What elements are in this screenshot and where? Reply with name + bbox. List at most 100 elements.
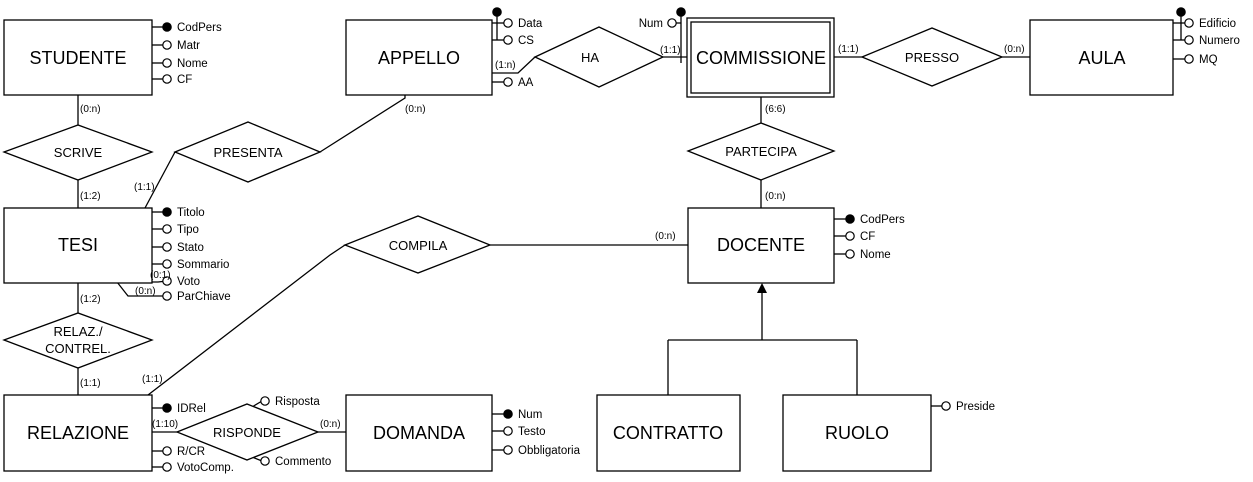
attribute-label: Risposta: [275, 396, 320, 408]
cardinality-label: (0:n): [1004, 44, 1025, 55]
entity-contratto[interactable]: CONTRATTO: [596, 394, 741, 472]
attribute-icon: [162, 462, 172, 472]
attribute-icon: [503, 445, 513, 455]
attribute-label: CF: [860, 231, 875, 243]
attribute-label: AA: [518, 77, 534, 89]
entity-label: COMMISSIONE: [696, 48, 826, 68]
relationship-label-line1: RELAZ./: [53, 324, 103, 339]
entity-label: RUOLO: [825, 423, 889, 443]
attribute-icon: [162, 224, 172, 234]
line-presenta-appello: [319, 95, 406, 153]
cardinality-label: (1:2): [80, 191, 101, 202]
attribute-label: CF: [177, 74, 192, 86]
attribute-icon: [1184, 18, 1194, 28]
relationship-label: COMPILA: [389, 238, 448, 253]
attribute-label: Preside: [956, 401, 995, 413]
line-tesi-presenta: [144, 151, 176, 209]
entity-label: AULA: [1078, 48, 1125, 68]
entity-commissione[interactable]: COMMISSIONE: [686, 17, 835, 98]
attribute-label: Numero: [1199, 35, 1240, 47]
cardinality-label: (1:1): [134, 182, 155, 193]
attribute-label: Voto: [177, 276, 200, 288]
entity-docente[interactable]: DOCENTE: [687, 207, 835, 284]
attribute-label: CS: [518, 35, 534, 47]
entity-studente[interactable]: STUDENTE: [3, 19, 153, 96]
attribute-label: R/CR: [177, 446, 205, 458]
relationship-risponde[interactable]: RISPONDE: [175, 403, 320, 461]
relationship-compila[interactable]: COMPILA: [343, 215, 492, 274]
attribute-label: CodPers: [177, 22, 222, 34]
attribute-icon: [260, 456, 270, 466]
relationship-label: PARTECIPA: [725, 144, 797, 159]
cardinality-label: (0:n): [655, 231, 676, 242]
attribute-label: Titolo: [177, 207, 205, 219]
attribute-icon: [1184, 35, 1194, 45]
relationship-presso[interactable]: PRESSO: [860, 27, 1004, 87]
cardinality-label: (0:n): [80, 104, 101, 115]
line-appello-ha: [492, 56, 536, 74]
cardinality-label: (1:1): [142, 374, 163, 385]
attribute-icon: [162, 40, 172, 50]
key-attribute-icon: [162, 207, 172, 217]
attribute-label: Num: [518, 409, 542, 421]
attribute-label: Commento: [275, 456, 331, 468]
cardinality-label: (1:1): [80, 378, 101, 389]
attribute-label: MQ: [1199, 54, 1218, 66]
cardinality-labels: (0:n) (1:2) (1:1) (0:n) (1:n) (1:1) (1:1…: [80, 44, 1025, 430]
attribute-connectors: [116, 7, 1194, 472]
attribute-label: VotoComp.: [177, 462, 234, 474]
attribute-icon: [503, 426, 513, 436]
entity-label: DOMANDA: [373, 423, 465, 443]
attribute-icon: [162, 242, 172, 252]
entity-label: CONTRATTO: [613, 423, 723, 443]
cardinality-label: (1:10): [152, 419, 178, 430]
attribute-label: Testo: [518, 426, 546, 438]
cardinality-label: (1:1): [838, 44, 859, 55]
stub: [116, 281, 167, 297]
key-attribute-icon: [162, 22, 172, 32]
relationship-label: HA: [581, 50, 599, 65]
relationship-ha[interactable]: HA: [533, 26, 665, 88]
key-attribute-icon: [503, 409, 513, 419]
composite-key-icon: [492, 7, 502, 17]
entity-label: STUDENTE: [29, 48, 126, 68]
entity-relazione[interactable]: RELAZIONE: [3, 394, 153, 472]
attribute-label: Tipo: [177, 224, 199, 236]
cardinality-label: (0:n): [135, 286, 156, 297]
attribute-label: Nome: [860, 249, 891, 261]
attribute-icon: [162, 446, 172, 456]
cardinality-label: (1:n): [495, 60, 516, 71]
attribute-icon: [162, 259, 172, 269]
attribute-icon: [1184, 54, 1194, 64]
cardinality-label: (0:n): [405, 104, 426, 115]
attribute-label: Num: [639, 18, 663, 30]
attribute-icon: [162, 291, 172, 301]
cardinality-label: (6:6): [765, 104, 786, 115]
relationship-presenta[interactable]: PRESENTA: [173, 121, 322, 183]
relationship-partecipa[interactable]: PARTECIPA: [686, 122, 836, 181]
key-attribute-icon: [845, 214, 855, 224]
attribute-icon: [162, 276, 172, 286]
entity-domanda[interactable]: DOMANDA: [345, 394, 493, 472]
attribute-label: IDRel: [177, 403, 206, 415]
relationship-scrive[interactable]: SCRIVE: [2, 124, 154, 181]
attribute-label: CodPers: [860, 214, 905, 226]
cardinality-label: (0:1): [150, 270, 171, 281]
external-key-icon: [676, 7, 686, 17]
entity-tesi[interactable]: TESI: [3, 207, 153, 284]
attribute-icon: [667, 18, 677, 28]
entity-aula[interactable]: AULA: [1029, 19, 1174, 96]
entity-label: DOCENTE: [717, 235, 805, 255]
composite-key-icon: [1176, 7, 1186, 17]
entity-label: TESI: [58, 235, 98, 255]
attribute-icon: [941, 401, 951, 411]
attribute-icon: [260, 396, 270, 406]
relationship-relaz-contrel[interactable]: RELAZ./ CONTREL.: [2, 312, 154, 369]
entity-ruolo[interactable]: RUOLO: [782, 394, 932, 472]
relationship-label: PRESSO: [905, 50, 959, 65]
attribute-icon: [162, 58, 172, 68]
relationship-label: PRESENTA: [213, 145, 282, 160]
entity-appello[interactable]: APPELLO: [345, 19, 493, 96]
relationship-label: RISPONDE: [213, 425, 281, 440]
